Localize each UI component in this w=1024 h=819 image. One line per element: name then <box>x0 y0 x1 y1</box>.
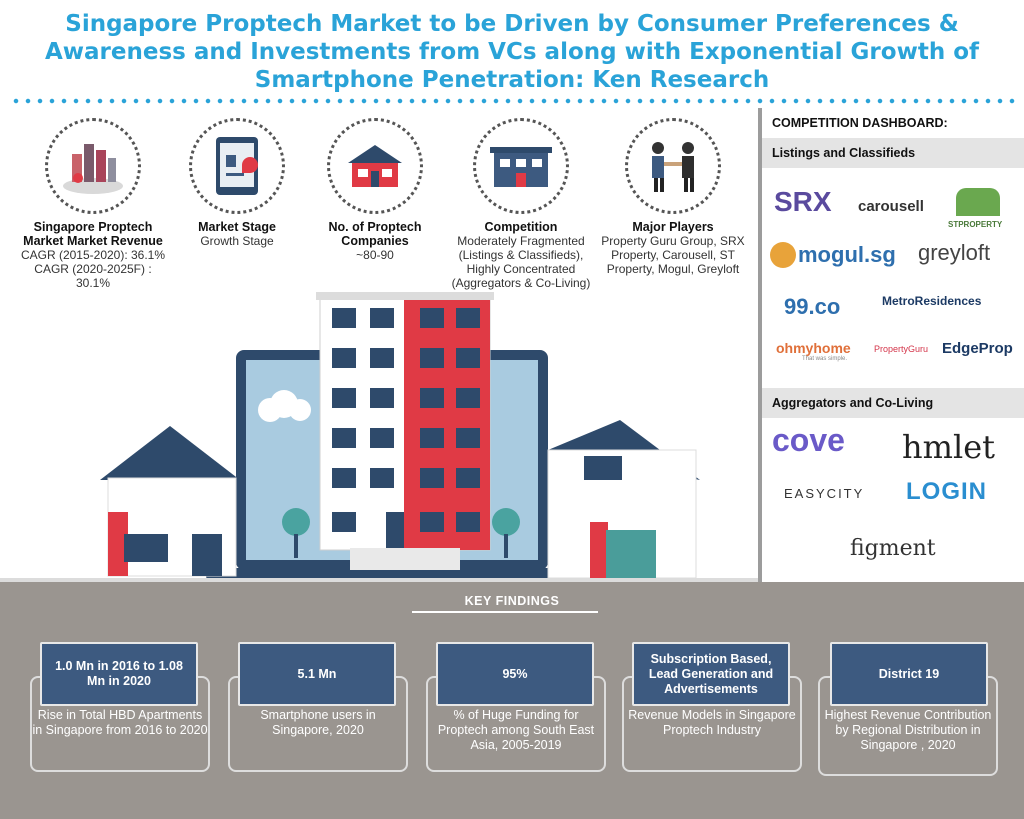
finding-text: % of Huge Funding for Proptech among Sou… <box>437 708 595 752</box>
srx-logo: SRX <box>774 186 832 217</box>
tablet-chart-icon <box>189 118 285 214</box>
handshake-icon <box>625 118 721 214</box>
page-title: Singapore Proptech Market to be Driven b… <box>44 11 980 93</box>
stproperty-logo: STPROPERTY <box>948 220 1003 229</box>
stat-market-stage: Market Stage Growth Stage <box>162 118 312 248</box>
co99-logo: 99.co <box>784 294 841 319</box>
finding-text: Smartphone users in Singapore, 2020 <box>260 708 376 737</box>
finding-badge: 1.0 Mn in 2016 to 1.08 Mn in 2020 <box>40 642 198 706</box>
key-findings-title: KEY FINDINGS <box>464 594 560 608</box>
stat-competition: Competition Moderately Fragmented (Listi… <box>446 118 596 290</box>
stat-value: Moderately Fragmented (Listings & Classi… <box>451 234 591 290</box>
section-listings: Listings and Classifieds <box>762 138 1024 168</box>
section-aggregators: Aggregators and Co-Living <box>762 388 1024 418</box>
owl-icon <box>770 242 796 268</box>
propertyguru-logo: PropertyGuru <box>874 344 929 354</box>
finding-card: Rise in Total HBD Apartments in Singapor… <box>30 676 210 772</box>
edgeprop-logo: EdgeProp <box>942 340 1013 357</box>
finding-badge: 95% <box>436 642 594 706</box>
stat-major-players: Major Players Property Guru Group, SRX P… <box>598 118 748 276</box>
stat-value: CAGR (2020-2025F) : 30.1% <box>34 262 152 290</box>
stat-head: Market Stage <box>198 220 276 234</box>
finding-badge: Subscription Based, Lead Generation and … <box>632 642 790 706</box>
stproperty-house-icon <box>956 188 1000 216</box>
finding-text: Highest Revenue Contribution by Regional… <box>824 708 992 752</box>
finding-text: Revenue Models in Singapore Proptech Ind… <box>628 708 796 737</box>
figment-logo: figment <box>850 536 936 561</box>
city-icon <box>45 118 141 214</box>
house-icon <box>327 118 423 214</box>
finding-text: Rise in Total HBD Apartments in Singapor… <box>32 708 208 737</box>
stat-head: Singapore Proptech Market Market Revenue <box>23 220 163 248</box>
dashboard-heading: COMPETITION DASHBOARD: <box>772 116 948 130</box>
hmlet-logo: hmlet <box>902 428 995 466</box>
ohmyhome-logo: ohmyhome <box>776 340 851 356</box>
metro-logo: MetroResidences <box>882 294 982 308</box>
greyloft-logo: greyloft <box>918 240 991 265</box>
dotted-divider <box>10 98 1020 104</box>
building-icon <box>473 118 569 214</box>
ohmyhome-tagline: That was simple. <box>802 356 848 362</box>
stat-head: Competition <box>484 220 558 234</box>
login-logo: LOGIN <box>906 478 987 505</box>
competition-dashboard: COMPETITION DASHBOARD: Listings and Clas… <box>758 108 1024 582</box>
city-illustration <box>0 292 758 582</box>
stat-companies: No. of Proptech Companies ~80-90 <box>300 118 450 262</box>
easycity-logo: EASYCITY <box>784 486 865 501</box>
finding-badge: District 19 <box>830 642 988 706</box>
stat-head: Major Players <box>632 220 714 234</box>
stat-value: CAGR (2015-2020): 36.1% <box>20 248 166 262</box>
finding-badge: 5.1 Mn <box>238 642 396 706</box>
stat-value: Property Guru Group, SRX Property, Carou… <box>601 234 745 276</box>
stat-market-revenue: Singapore Proptech Market Market Revenue… <box>18 118 168 290</box>
stat-value: ~80-90 <box>356 248 394 262</box>
stat-head: No. of Proptech Companies <box>328 220 422 248</box>
carousell-logo: carousell <box>858 198 924 215</box>
mogul-logo: mogul.sg <box>798 242 896 267</box>
cove-logo: cove <box>772 422 845 458</box>
key-findings-underline <box>412 611 598 613</box>
finding-card: % of Huge Funding for Proptech among Sou… <box>426 676 606 772</box>
stat-value: Growth Stage <box>200 234 274 248</box>
